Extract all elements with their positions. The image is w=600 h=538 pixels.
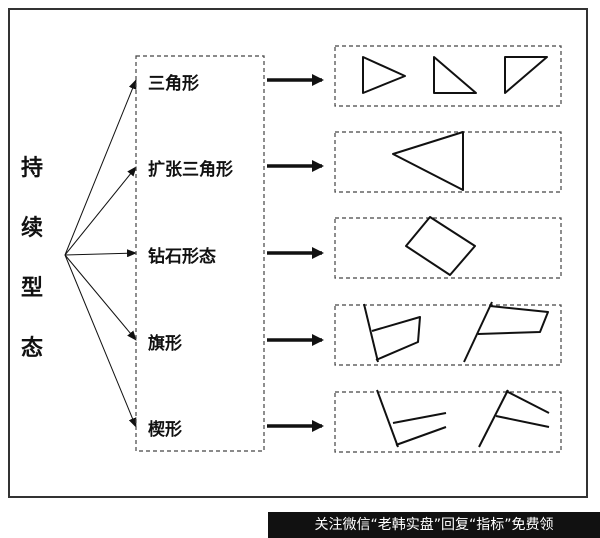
wedge-line-2a <box>505 390 550 414</box>
expanding-triangle-illustration-box <box>334 131 562 193</box>
fan-arrow-3 <box>64 249 137 258</box>
fan-arrow-1 <box>64 79 137 256</box>
fan-arrow-4 <box>64 254 137 341</box>
diamond-illustration-box <box>334 217 562 279</box>
label-flag: 旗形 <box>148 334 182 354</box>
label-diamond: 钻石形态 <box>148 247 216 267</box>
label-triangle: 三角形 <box>148 74 199 94</box>
label-expanding-triangle: 扩张三角形 <box>148 160 233 180</box>
fan-arrow-2 <box>64 166 137 256</box>
title-char-4: 态 <box>20 336 43 361</box>
wedge-line-1a <box>392 412 447 424</box>
wedge-illustration-box <box>334 391 562 453</box>
flag-pennant-2 <box>477 305 549 335</box>
diamond-shape <box>405 216 476 276</box>
ascending-triangle-shape <box>433 56 477 94</box>
flag-pole-2 <box>463 301 493 363</box>
pattern-list-box <box>135 55 265 452</box>
triangle-shapes <box>362 56 548 94</box>
triangle-illustration-box <box>334 45 562 107</box>
label-wedge: 楔形 <box>148 420 182 440</box>
wedge-line-2b <box>495 415 550 428</box>
wedge-shapes <box>376 389 550 448</box>
symmetrical-triangle-shape <box>362 56 406 94</box>
flag-pennant-1 <box>371 316 421 361</box>
title-char-2: 续 <box>20 216 43 241</box>
flag-illustration-box <box>334 304 562 366</box>
watermark-banner: 关注微信“老韩实盘”回复“指标”免费领 <box>268 512 600 538</box>
wedge-pole-1 <box>376 389 399 448</box>
wedge-line-1b <box>395 426 447 446</box>
flag-shapes <box>363 301 549 363</box>
fan-arrow-5 <box>64 254 137 428</box>
wedge-pole-2 <box>478 389 509 448</box>
descending-triangle-shape <box>504 56 548 94</box>
title-char-3: 型 <box>20 276 43 301</box>
expanding-triangle-shape <box>392 131 464 191</box>
flag-pole-1 <box>363 303 379 363</box>
title-char-1: 持 <box>20 156 43 181</box>
